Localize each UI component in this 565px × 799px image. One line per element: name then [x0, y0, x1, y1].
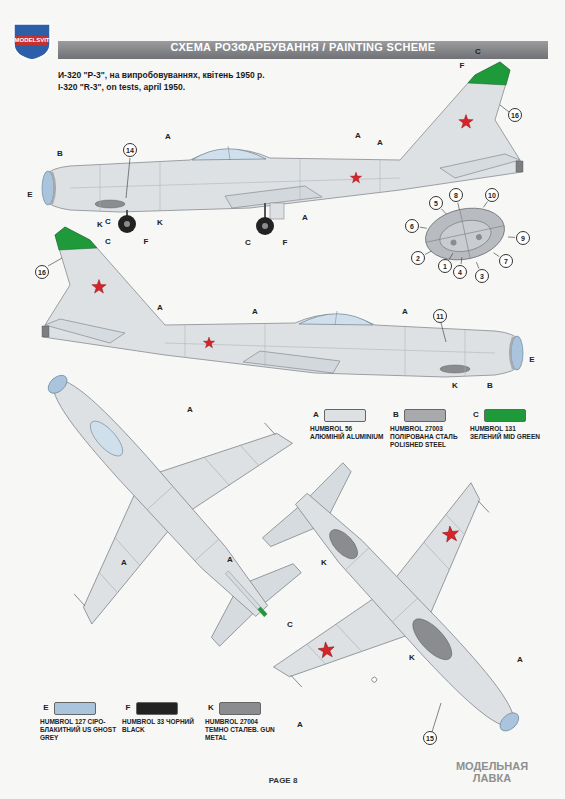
- legend-text: HUMBROL 27003 ПОЛІРОВАНА СТАЛЬ POLISHED …: [390, 425, 468, 448]
- color-swatch: [404, 409, 446, 422]
- callout-letter: A: [313, 411, 319, 419]
- color-swatch: [484, 409, 526, 422]
- callout-number: 14: [123, 143, 137, 157]
- leader-line: [483, 202, 487, 208]
- color-swatch: [136, 702, 178, 715]
- color-swatch: [54, 702, 96, 715]
- color-swatch: [324, 409, 366, 422]
- callout-letter: K: [157, 219, 163, 227]
- logo-text: MODELSVIT: [14, 37, 49, 43]
- leader-line: [493, 253, 499, 257]
- callout-letter: A: [355, 132, 361, 140]
- callout-letter: F: [144, 238, 149, 246]
- leader-line: [441, 209, 446, 214]
- callout-letter: K: [97, 221, 103, 229]
- callout-letter: K: [452, 382, 458, 390]
- color-swatch: [219, 702, 261, 715]
- callout-letter: A: [377, 139, 383, 147]
- callout-letter: C: [287, 621, 293, 629]
- callout-number: 11: [433, 309, 447, 323]
- callout-number: 2: [411, 251, 425, 265]
- callout-letter: C: [473, 411, 479, 419]
- legend-item: HUMBROL 127 СІРО-БЛАКИТНИЙ US GHOST GREY: [40, 702, 118, 741]
- callout-letter: F: [126, 704, 131, 712]
- callout-number: 16: [35, 265, 49, 279]
- callout-number: 10: [485, 188, 499, 202]
- callout-number: 16: [508, 108, 522, 122]
- legend-item: HUMBROL 131 ЗЕЛЕНИЙ MID GREEN: [470, 409, 548, 441]
- callout-letter: A: [227, 556, 233, 564]
- callout-letter: C: [475, 48, 481, 56]
- callout-number: 4: [453, 265, 467, 279]
- callout-letter: F: [283, 239, 288, 247]
- legend-text: HUMBROL 33 ЧОРНИЙ BLACK: [122, 718, 200, 734]
- callout-letter: E: [529, 356, 534, 364]
- callout-letter: F: [460, 62, 465, 70]
- callout-letter: C: [245, 239, 251, 247]
- callout-letter: A: [302, 214, 308, 222]
- callout-letter: K: [409, 654, 415, 662]
- legend-item: HUMBROL 27003 ПОЛІРОВАНА СТАЛЬ POLISHED …: [390, 409, 468, 448]
- callout-number: 3: [475, 269, 489, 283]
- callout-number: 8: [449, 188, 463, 202]
- legend-item: HUMBROL 56 АЛЮМІНІЙ ALUMINIUM: [310, 409, 388, 441]
- callout-letter: E: [27, 191, 32, 199]
- leader-line: [420, 227, 427, 228]
- callout-letter: A: [517, 656, 523, 664]
- callout-letter: A: [252, 308, 258, 316]
- callout-number: 1: [438, 259, 452, 273]
- leader-line: [425, 251, 431, 254]
- callout-letter: A: [402, 308, 408, 316]
- legend-text: HUMBROL 131 ЗЕЛЕНИЙ MID GREEN: [470, 425, 548, 441]
- legend-item: HUMBROL 33 ЧОРНИЙ BLACK: [122, 702, 200, 734]
- watermark: МОДЕЛЬНАЯ ЛАВКА: [444, 760, 540, 784]
- leader-line: [508, 236, 515, 237]
- leader-line: [458, 203, 460, 210]
- callout-letter: A: [157, 304, 163, 312]
- callout-number: 15: [423, 731, 437, 745]
- legend-text: HUMBROL 27004 ТЕМНО СТАЛЕВ. GUN METAL: [205, 718, 283, 741]
- callout-letter: E: [43, 704, 48, 712]
- leader-line: [476, 262, 479, 268]
- callout-number: 7: [499, 254, 513, 268]
- caption-line: I-320 "R-3", on tests, april 1950.: [58, 83, 185, 92]
- callout-letter: B: [57, 150, 63, 158]
- caption-line: И-320 "Р-3", на випробовуваннях, квітень…: [58, 71, 265, 80]
- legend-text: HUMBROL 56 АЛЮМІНІЙ ALUMINIUM: [310, 425, 388, 441]
- callout-letter: B: [393, 411, 399, 419]
- page-title: СХЕМА РОЗФАРБУВАННЯ / PAINTING SCHEME: [58, 41, 548, 59]
- page-number: PAGE 8: [269, 777, 298, 785]
- callout-letter: A: [187, 406, 193, 414]
- legend-item: HUMBROL 27004 ТЕМНО СТАЛЕВ. GUN METAL: [205, 702, 283, 741]
- callout-letter: A: [165, 133, 171, 141]
- callout-letter: B: [487, 382, 493, 390]
- callout-letter: C: [105, 238, 111, 246]
- callout-letter: A: [297, 721, 303, 729]
- callout-number: 9: [516, 231, 530, 245]
- callout-letter: A: [121, 559, 127, 567]
- callout-number: 6: [405, 219, 419, 233]
- callout-letter: K: [208, 704, 214, 712]
- callout-number: 5: [429, 196, 443, 210]
- legend-text: HUMBROL 127 СІРО-БЛАКИТНИЙ US GHOST GREY: [40, 718, 118, 741]
- callout-letter: K: [321, 559, 327, 567]
- callout-letter: C: [105, 218, 111, 226]
- leader-line: [461, 257, 463, 264]
- leader-line: [449, 253, 453, 259]
